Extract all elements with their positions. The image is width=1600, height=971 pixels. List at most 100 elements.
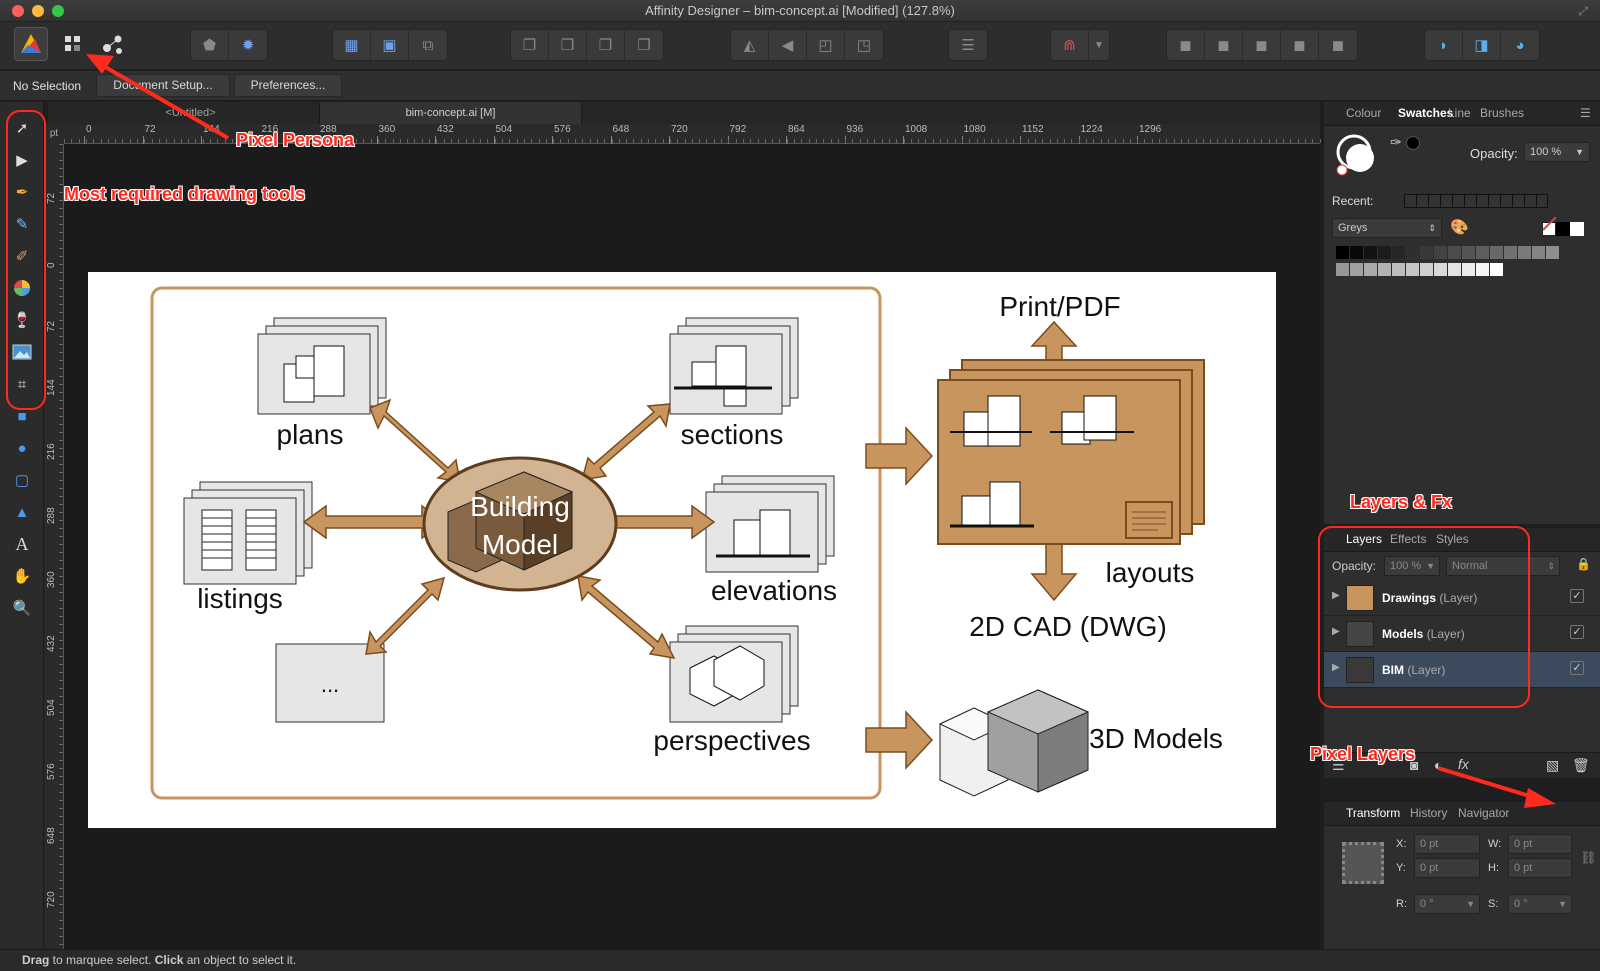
designer-persona-icon[interactable] (14, 27, 48, 61)
crop-tool-icon[interactable]: ⌗ (17, 375, 27, 393)
triangle-tool-icon[interactable]: ▲ (14, 503, 30, 521)
grey-swatch[interactable] (1434, 263, 1447, 276)
export-persona-icon[interactable] (96, 27, 130, 61)
horizontal-ruler[interactable]: 0721442162883604325045766487207928649361… (64, 124, 1321, 144)
grey-swatch[interactable] (1420, 246, 1433, 259)
intersect-boolean-icon[interactable]: ◼ (1243, 30, 1281, 60)
artboard[interactable]: plans sections listings elevations ... p… (88, 272, 1276, 828)
lock-icon[interactable]: 🔒 (1576, 557, 1591, 571)
grey-swatch[interactable] (1406, 263, 1419, 276)
fill-tool-icon[interactable] (10, 276, 34, 300)
hand-tool-icon[interactable]: ✋ (12, 568, 32, 585)
node-tool-icon[interactable]: ▶ (16, 152, 28, 169)
place-image-tool-icon[interactable] (10, 340, 34, 364)
tab-line[interactable]: Line (1448, 106, 1471, 120)
delete-layer-icon[interactable]: 🗑 (1572, 757, 1590, 773)
tab-navigator[interactable]: Navigator (1458, 806, 1510, 820)
grey-swatch[interactable] (1490, 246, 1503, 259)
expand-arrow-icon[interactable]: ▶ (1332, 626, 1340, 637)
none-black-white-swatches[interactable] (1542, 216, 1584, 236)
snapping-options-chevron-down-icon[interactable]: ▼ (1094, 39, 1104, 51)
layers-stack-icon[interactable]: ☰ (1332, 757, 1345, 773)
grey-swatch[interactable] (1448, 263, 1461, 276)
grey-swatch[interactable] (1406, 246, 1419, 259)
pixel-persona-icon[interactable] (56, 27, 90, 61)
layer-visibility-checkbox[interactable]: ✓ (1570, 625, 1584, 639)
y-field[interactable]: 0 pt (1414, 858, 1480, 878)
fx-icon[interactable]: fx (1458, 756, 1469, 772)
zoom-window-button[interactable] (52, 5, 64, 17)
swatch-opacity-field[interactable]: 100 %▼ (1524, 142, 1590, 162)
pencil-tool-icon[interactable]: ✎ (15, 216, 29, 233)
insert-top-icon[interactable]: ◕ (1515, 36, 1525, 54)
tab-layers[interactable]: Layers (1346, 532, 1383, 546)
minimize-window-button[interactable] (32, 5, 44, 17)
palette-options-icon[interactable]: 🎨 (1450, 219, 1469, 236)
pen-tool-icon[interactable]: ✒ (15, 184, 29, 201)
tab-brushes[interactable]: Brushes (1480, 106, 1525, 120)
rounded-rectangle-tool-icon[interactable]: ▢ (14, 472, 30, 489)
align-icon[interactable]: ☰ (961, 37, 975, 54)
insert-inside-icon[interactable]: ◗ (1425, 30, 1463, 60)
layer-opacity-field[interactable]: 100 %▼ (1384, 556, 1440, 576)
layer-row-drawings[interactable]: ▶ Drawings (Layer) ✓ (1324, 580, 1600, 616)
tab-history[interactable]: History (1410, 806, 1448, 820)
expand-arrow-icon[interactable]: ▶ (1332, 590, 1340, 601)
grey-swatch[interactable] (1476, 263, 1489, 276)
grey-swatch[interactable] (1364, 246, 1377, 259)
move-tool-icon[interactable]: ➚ (15, 120, 29, 137)
grey-swatch[interactable] (1462, 246, 1475, 259)
grey-swatch[interactable] (1476, 246, 1489, 259)
anchor-selector-icon[interactable] (1342, 842, 1384, 884)
tab-styles[interactable]: Styles (1436, 532, 1469, 546)
expand-arrow-icon[interactable]: ▶ (1332, 662, 1340, 673)
grey-swatch[interactable] (1392, 246, 1405, 259)
h-field[interactable]: 0 pt (1508, 858, 1572, 878)
fill-stroke-well[interactable] (1336, 132, 1380, 176)
transform-origin-icon[interactable]: ⧉ (422, 36, 434, 54)
arrange-front-icon[interactable]: ❐ (637, 37, 651, 54)
arrange-backward-icon[interactable]: ❐ (549, 30, 587, 60)
grey-swatch[interactable] (1518, 246, 1531, 259)
brush-tool-icon[interactable]: ✐ (15, 248, 29, 265)
grid-select-icon[interactable]: ▣ (371, 30, 409, 60)
add-boolean-icon[interactable]: ◼ (1167, 30, 1205, 60)
panel-menu-icon[interactable]: ☰ (1580, 106, 1591, 120)
adjustment-layer-icon[interactable]: ◐ (1434, 757, 1443, 773)
transparency-tool-icon[interactable]: 🍷 (12, 312, 32, 329)
rotate-left-icon[interactable]: ◰ (807, 30, 845, 60)
recent-swatches[interactable] (1404, 194, 1548, 208)
grey-swatch[interactable] (1420, 263, 1433, 276)
grid-icon[interactable]: ▦ (333, 30, 371, 60)
grey-swatch[interactable] (1350, 246, 1363, 259)
grey-swatch[interactable] (1448, 246, 1461, 259)
rotate-right-icon[interactable]: ◳ (856, 37, 872, 54)
grey-swatch[interactable] (1504, 246, 1517, 259)
flip-horizontal-icon[interactable]: ◭ (731, 30, 769, 60)
grey-swatch[interactable] (1392, 263, 1405, 276)
grey-swatch[interactable] (1378, 263, 1391, 276)
layer-row-bim[interactable]: ▶ BIM (Layer) ✓ (1324, 652, 1600, 688)
text-tool-icon[interactable]: A (15, 533, 29, 554)
grey-swatches-grid[interactable] (1336, 246, 1572, 280)
grey-swatch[interactable] (1378, 246, 1391, 259)
grey-swatch[interactable] (1490, 263, 1503, 276)
pixel-layer-icon[interactable]: ▧ (1546, 757, 1560, 773)
tab-transform[interactable]: Transform (1346, 806, 1401, 820)
layer-visibility-checkbox[interactable]: ✓ (1570, 661, 1584, 675)
flip-vertical-icon[interactable]: ◀ (769, 30, 807, 60)
grey-swatch[interactable] (1462, 263, 1475, 276)
black-swatch-icon[interactable] (1406, 136, 1420, 150)
ellipse-tool-icon[interactable]: ● (17, 439, 27, 457)
mask-layer-icon[interactable]: ◙ (1410, 757, 1419, 773)
preferences-button[interactable]: Preferences... (234, 74, 342, 97)
grey-swatch[interactable] (1532, 246, 1545, 259)
link-icon[interactable]: ⛓ (1580, 850, 1597, 865)
fullscreen-icon[interactable]: ⤢ (1578, 4, 1588, 18)
layer-visibility-checkbox[interactable]: ✓ (1570, 589, 1584, 603)
arrange-back-icon[interactable]: ❐ (511, 30, 549, 60)
tab-colour[interactable]: Colour (1346, 106, 1382, 120)
xor-boolean-icon[interactable]: ◼ (1281, 30, 1319, 60)
tab-bim-concept[interactable]: bim-concept.ai [M] (320, 102, 582, 124)
